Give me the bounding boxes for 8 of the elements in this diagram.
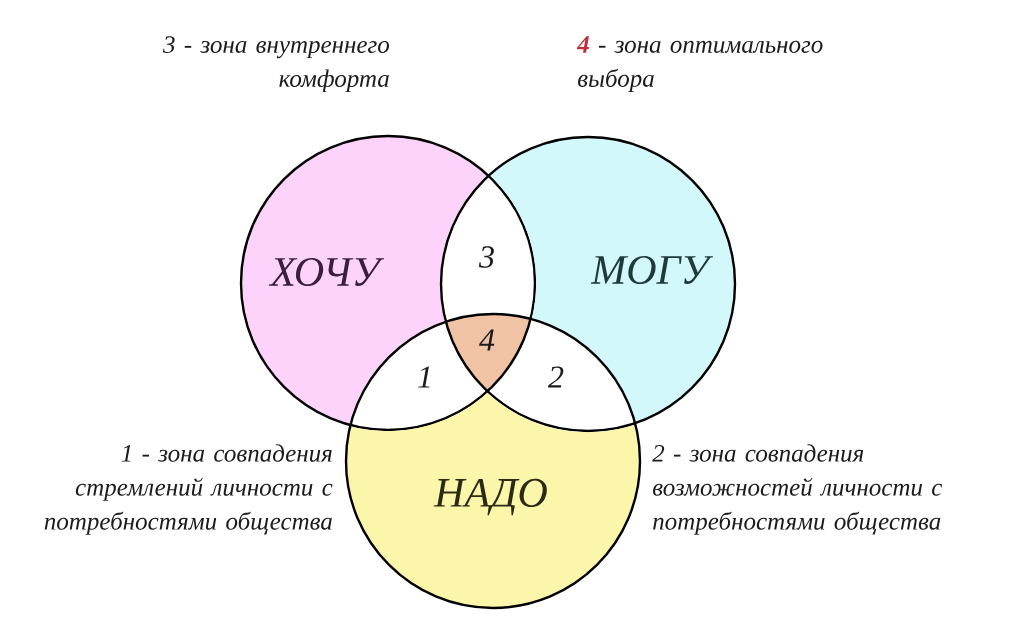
callout-number: 4 xyxy=(479,329,495,351)
annotation: 2 - зона совпадения возможностей личности с потребностями общества xyxy=(652,444,943,535)
annotation: 4 - зона оптимального выбора xyxy=(576,36,823,92)
annotation: 3 - зона внутреннего комфорта xyxy=(162,36,390,93)
callout-number: 3 xyxy=(478,246,494,268)
callout-number: 2 xyxy=(548,366,564,388)
annotation: 1 - зона совпадения стремлений личности с потребностями общества xyxy=(44,444,333,535)
callout-number: 1 xyxy=(418,366,430,388)
